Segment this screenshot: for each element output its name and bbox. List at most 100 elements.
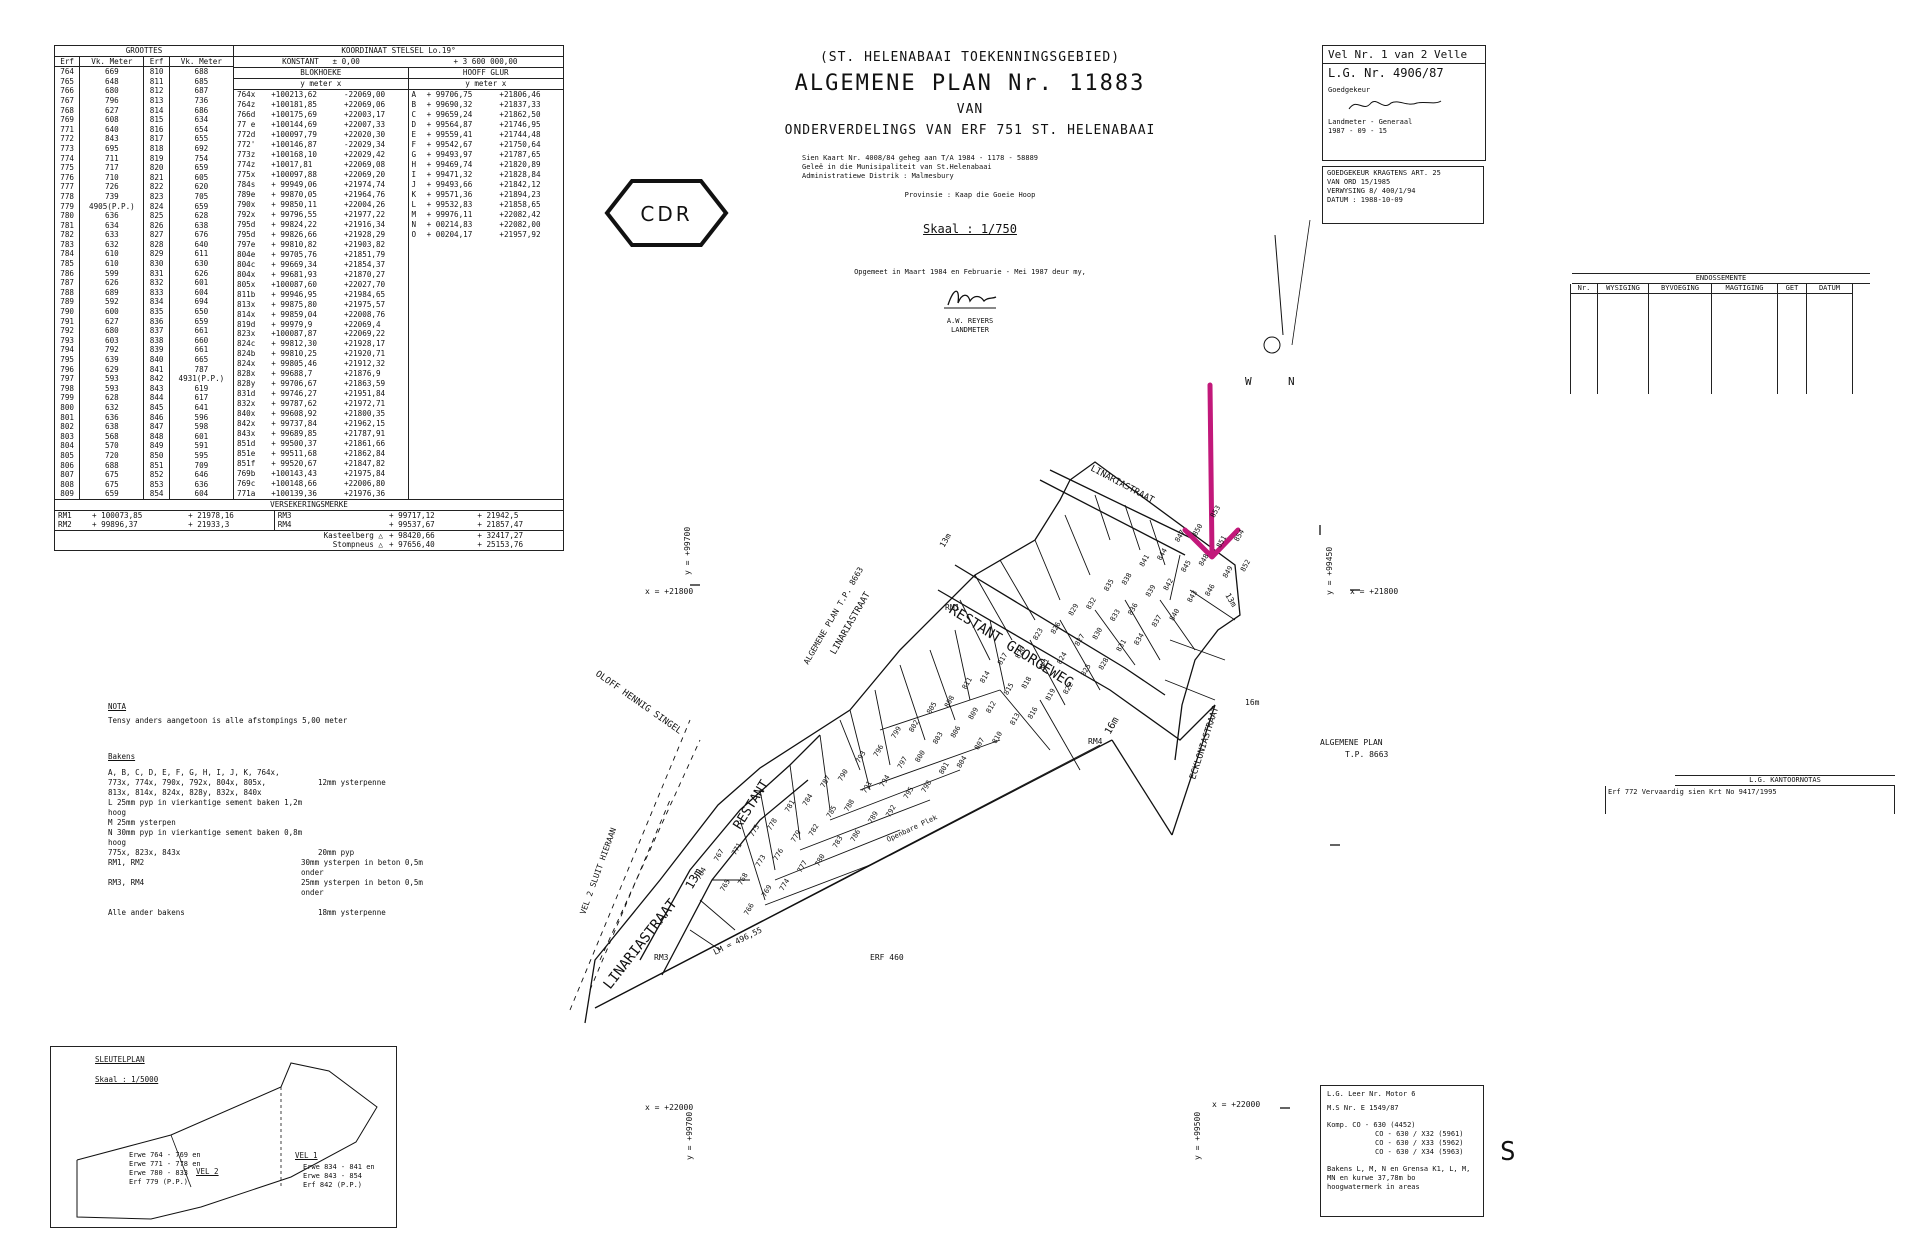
coords-cell: + 99810,25 (271, 349, 317, 359)
sizes-cell: 599 (79, 268, 144, 279)
coords-cell: 797e (237, 239, 256, 249)
lg-line: L.G. Leer Nr. Motor 6 (1327, 1090, 1416, 1098)
coords-cell: +100181,85 (271, 100, 317, 110)
sizes-cell: 610 (79, 259, 144, 269)
annotation-arrow (1182, 382, 1241, 560)
coords-cell (407, 488, 424, 500)
coords-cell: +22029,42 (343, 150, 386, 160)
erf-number: 844 (1156, 547, 1169, 562)
coords-row: 832x+ 99787,62+21972,71 (234, 399, 564, 410)
sizes-cell: 629 (79, 364, 144, 375)
sizes-cell: 692 (168, 143, 234, 154)
sg-date: 1987 - 09 - 15 (1328, 127, 1388, 135)
surveyor-name: A.W. REYERS (946, 317, 994, 325)
coords-cell: +100097,88 (271, 169, 317, 179)
coords-cell: + 99669,34 (271, 259, 317, 269)
sizes-cell: 825 (143, 211, 170, 221)
coords-cell: + 99469,74 (426, 160, 473, 170)
coords-cell (407, 329, 424, 340)
sizes-cell: 636 (79, 412, 144, 423)
coords-cell: 851f (237, 459, 256, 469)
sizes-cell: 605 (168, 172, 234, 183)
erf-number: 806 (949, 724, 962, 739)
sizes-header: Erf (143, 56, 170, 67)
endorsement-header: MAGTIGING (1712, 284, 1777, 294)
sizes-cell: 689 (79, 287, 144, 298)
endorsement-column: Nr. (1570, 284, 1597, 394)
sizes-cell: 817 (143, 134, 170, 144)
sizes-cell: 648 (79, 76, 144, 87)
coords-cell: 772d (237, 130, 256, 140)
trig-x: + 25153,76 (477, 540, 524, 550)
coords-cell: +21806,46 (499, 90, 541, 100)
sizes-cell: 608 (79, 115, 144, 125)
lg-line: CO - 630 / X33 (5962) (1375, 1139, 1464, 1147)
coords-cell: 772' (237, 140, 256, 150)
sizes-cell: 772 (60, 134, 74, 144)
sizes-cell: 650 (168, 307, 234, 317)
sizes-cell: 846 (143, 412, 170, 423)
sizes-cell: 822 (143, 182, 170, 192)
coords-row: 805x+100087,60+22027,70 (234, 279, 564, 290)
key-plan-vel1: VEL 1 (295, 1151, 318, 1160)
coords-cell: +21800,35 (343, 409, 386, 419)
sizes-coords-panel: GROOTTES Erf Vk. Meter Erf Vk. Meter 764… (54, 45, 564, 551)
sizes-cell: 844 (143, 393, 170, 403)
sizes-cell: 814 (143, 105, 170, 116)
sizes-cell: 780 (60, 211, 74, 221)
coords-cell: + 99690,32 (426, 100, 473, 110)
sizes-cell: 592 (79, 297, 144, 308)
sizes-cell: 687 (168, 86, 234, 96)
coords-cell: +100144,69 (271, 120, 317, 130)
sizes-cell: 630 (168, 259, 234, 269)
label-lm: LM = 496,55 (712, 925, 764, 956)
coords-cell: +21787,91 (343, 429, 386, 439)
coords-cell: 840x (237, 409, 256, 419)
coords-cell: + 99571,36 (426, 189, 473, 199)
erf-number: 850 (1191, 522, 1204, 537)
erf-number: 805 (925, 701, 938, 716)
lg-line: hoogwatermerk in areas (1327, 1183, 1420, 1191)
sizes-cell: 831 (143, 268, 170, 279)
surveyor-title: LANDMETER (951, 326, 989, 334)
coords-row: 840x+ 99608,92+21800,35 (234, 409, 564, 420)
coords-cell: +21744,48 (499, 130, 541, 140)
sizes-cell: 638 (79, 422, 144, 432)
erf-number: 827 (1073, 633, 1086, 648)
coords-cell: 805x (237, 279, 256, 289)
coords-cell: + 99493,66 (426, 179, 473, 189)
sizes-cell: 827 (143, 230, 170, 240)
coords-row: 851f+ 99520,67+21847,82 (234, 458, 564, 469)
lg-line: MN en kurwe 37,78m bo (1327, 1174, 1416, 1182)
grid-y-top: y = +99700 (683, 527, 692, 575)
erf-number: 794 (878, 774, 891, 789)
kantoornotas-text: Erf 772 Vervaardig sien Krt No 9417/1995 (1605, 786, 1895, 814)
coords-cell: +100139,36 (271, 489, 317, 499)
benchmark-cell: + 21978,16 (188, 510, 234, 520)
endorsements-title: ENDOSSEMENTE (1572, 273, 1870, 284)
coords-cell (407, 359, 424, 370)
sizes-cell: 710 (79, 172, 144, 183)
trig-y: + 97656,40 (389, 540, 435, 550)
lg-number: L.G. Nr. 4906/87 (1328, 66, 1444, 80)
coords-cell (407, 409, 424, 420)
coords-cell: +21972,71 (343, 399, 386, 409)
erf-number: 838 (1120, 572, 1133, 587)
bakens-marker: RM1, RM2 (108, 858, 145, 867)
coords-cell: +21977,22 (343, 209, 386, 219)
lg-line: CO - 630 / X34 (5963) (1375, 1148, 1464, 1156)
coords-cell (407, 438, 424, 449)
coords-cell: +21894,23 (499, 189, 541, 199)
coords-cell: 795d (237, 219, 256, 229)
